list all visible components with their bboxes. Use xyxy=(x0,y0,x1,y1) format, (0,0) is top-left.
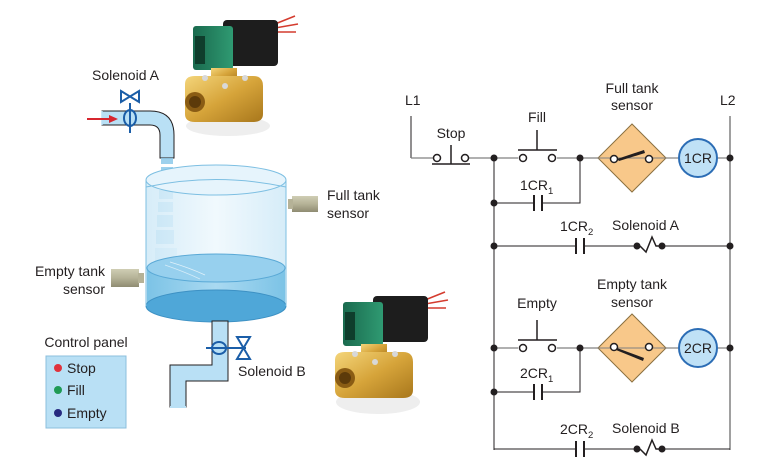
full-tank-sensor-label-2: sensor xyxy=(327,205,369,221)
solenoid-a-coil-icon xyxy=(633,235,666,254)
solenoid-b-label: Solenoid B xyxy=(238,363,306,379)
outlet-pipe xyxy=(169,320,229,408)
full-tank-sensor-label-1: Full tank xyxy=(327,187,381,203)
empty-tank-sensor-label-1: Empty tank xyxy=(35,263,106,279)
coil-1cr-icon: 1CR xyxy=(678,138,718,178)
contact-1cr2-label: 1CR2 xyxy=(560,218,593,238)
empty-tank-sensor-ladder-label-2: sensor xyxy=(611,294,653,310)
full-tank-sensor-ladder-label-2: sensor xyxy=(611,97,653,113)
seal-in-1cr1-label: 1CR1 xyxy=(520,177,553,197)
empty-button-label: Empty xyxy=(67,405,107,421)
coil-1cr-label: 1CR xyxy=(684,150,712,166)
fill-button-label: Fill xyxy=(67,382,85,398)
junction-dots xyxy=(490,154,734,396)
seal-in-2cr1-label: 2CR1 xyxy=(520,365,553,385)
full-tank-sensor xyxy=(288,196,318,212)
rung-2 xyxy=(494,238,730,254)
control-panel-stop-button[interactable]: Stop xyxy=(54,360,96,376)
coil-2cr-label: 2CR xyxy=(684,340,712,356)
control-panel-empty-button[interactable]: Empty xyxy=(54,405,107,421)
solenoid-a-valve-icon xyxy=(120,89,140,133)
fill-pushbutton-no-icon xyxy=(518,130,557,163)
empty-label: Empty xyxy=(517,295,557,311)
empty-tank-sensor-ladder-label-1: Empty tank xyxy=(597,276,668,292)
fill-label: Fill xyxy=(528,109,546,125)
stop-indicator-icon xyxy=(54,364,62,372)
control-panel-fill-button[interactable]: Fill xyxy=(54,382,85,398)
flow-arrowhead-icon xyxy=(109,115,118,123)
rail-l2-label: L2 xyxy=(720,92,736,108)
coil-2cr-icon: 2CR xyxy=(678,328,718,368)
fill-indicator-icon xyxy=(54,386,62,394)
rail-l1-label: L1 xyxy=(405,92,421,108)
seal-in-contact-2cr1-icon xyxy=(494,348,581,400)
stop-label: Stop xyxy=(437,125,466,141)
solenoid-valve-photo-b xyxy=(335,291,449,414)
empty-tank-float-switch-icon xyxy=(597,313,667,383)
empty-pushbutton-no-icon xyxy=(518,320,557,353)
rung-4 xyxy=(494,441,730,457)
solenoid-a-ladder-label: Solenoid A xyxy=(612,217,680,233)
solenoid-b-valve-icon xyxy=(206,336,252,360)
control-panel-title: Control panel xyxy=(44,334,127,350)
empty-tank-sensor xyxy=(111,269,144,287)
stop-button-label: Stop xyxy=(67,360,96,376)
solenoid-b-coil-icon xyxy=(633,438,666,457)
solenoid-b-ladder-label: Solenoid B xyxy=(612,420,680,436)
solenoid-valve-photo-a xyxy=(185,15,299,136)
solenoid-a-label: Solenoid A xyxy=(92,67,160,83)
contact-2cr2-label: 2CR2 xyxy=(560,421,593,441)
full-tank-sensor-ladder-label-1: Full tank xyxy=(606,80,660,96)
stop-pushbutton-nc-icon xyxy=(432,145,470,165)
full-tank-float-switch-icon xyxy=(597,123,667,193)
empty-indicator-icon xyxy=(54,409,62,417)
tank xyxy=(145,164,287,323)
empty-tank-sensor-label-2: sensor xyxy=(63,281,105,297)
ladder-diagram: L1 L2 Stop Fill xyxy=(405,80,736,457)
seal-in-contact-1cr1-icon xyxy=(494,158,581,211)
